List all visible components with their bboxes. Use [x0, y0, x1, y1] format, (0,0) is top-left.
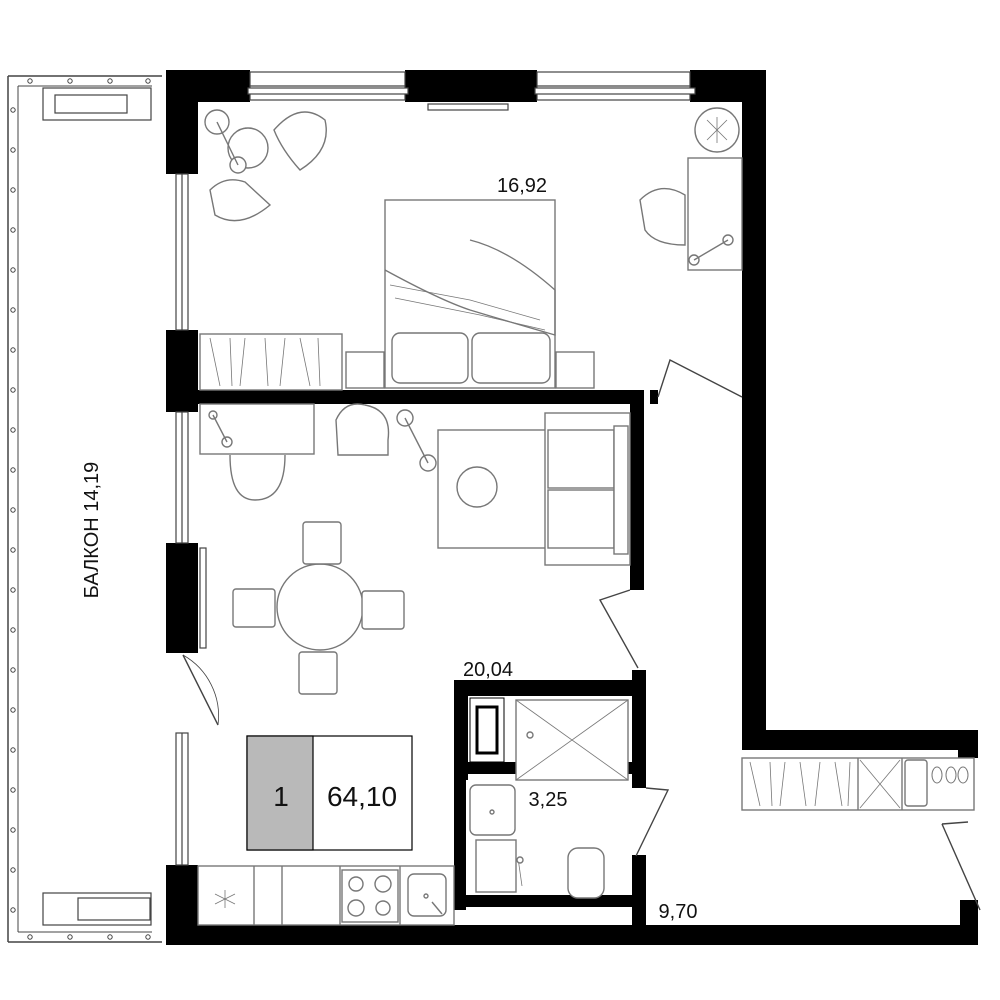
- total-area: 64,10: [327, 781, 397, 812]
- living-room: [199, 403, 631, 695]
- armchair-icon: [273, 111, 327, 171]
- windows-top: [247, 71, 696, 111]
- bedroom: [199, 107, 743, 391]
- living-area-label: 20,04: [463, 659, 513, 681]
- balcony-planter-bottom: [42, 892, 152, 926]
- balcony-planter-top: [42, 87, 152, 121]
- hall-wardrobe: [741, 757, 975, 811]
- desk-icon: [687, 157, 743, 271]
- walls: [166, 70, 978, 945]
- bathroom: [469, 697, 629, 899]
- balcony: БАЛКОН 14,19: [7, 75, 162, 943]
- dining-table-icon: [276, 563, 364, 651]
- doors: [182, 359, 981, 911]
- bedroom-area-label: 16,92: [497, 175, 547, 197]
- windows-left: [175, 173, 207, 866]
- rooms-count: 1: [273, 781, 289, 812]
- wardrobe-icon: [199, 333, 343, 391]
- shoes-icon: [931, 766, 969, 784]
- balcony-label: БАЛКОН 14,19: [81, 462, 103, 599]
- railing-posts: [10, 78, 151, 940]
- apartment-summary-badge: 1 64,10: [246, 735, 413, 851]
- hall-area-label: 9,70: [659, 901, 698, 923]
- bathroom-area-label: 3,25: [529, 789, 568, 811]
- kitchen: [197, 865, 455, 926]
